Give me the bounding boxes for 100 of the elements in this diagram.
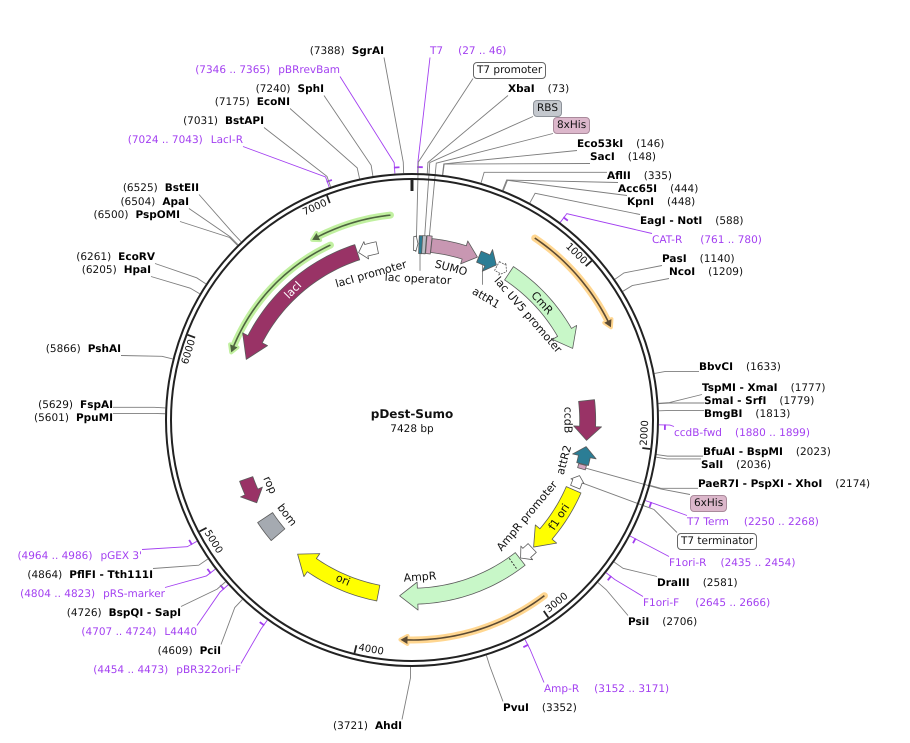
site-position: (6500) bbox=[94, 208, 128, 222]
plasmid-length: 7428 bp bbox=[390, 422, 434, 436]
leader-line bbox=[340, 76, 400, 174]
leader-line bbox=[150, 276, 200, 294]
feature-tag: 6xHis bbox=[690, 494, 728, 512]
primer-name: ccdB-fwd bbox=[674, 426, 722, 440]
sequence-feature bbox=[573, 398, 602, 441]
leader-line bbox=[180, 221, 238, 246]
enzyme-name: AflII bbox=[607, 170, 631, 182]
leader-line bbox=[240, 620, 268, 664]
leader-line bbox=[188, 208, 238, 246]
site-position: (7388) bbox=[310, 44, 345, 58]
sequence-feature bbox=[358, 240, 379, 260]
primer-name: pBR322ori-F bbox=[176, 664, 241, 676]
feature-label: AmpR bbox=[403, 569, 437, 585]
enzyme-name: TspMI - XmaI bbox=[702, 382, 778, 394]
primer-name: CAT-R bbox=[652, 234, 682, 246]
site-position: (2174) bbox=[835, 478, 870, 490]
leader-line bbox=[630, 536, 670, 557]
enzyme-name: SgrAI bbox=[352, 44, 384, 58]
leader-line bbox=[164, 568, 216, 588]
site-position: (1779) bbox=[779, 394, 814, 408]
feature-tag: T7 promoter bbox=[473, 62, 546, 78]
site-position: (3721) bbox=[333, 720, 368, 732]
primer-name: T7 Term bbox=[687, 516, 729, 528]
leader-line bbox=[529, 192, 640, 215]
leader-line bbox=[384, 57, 404, 174]
leader-line bbox=[585, 468, 690, 495]
sequence-feature bbox=[297, 552, 381, 602]
enzyme-name: PasI bbox=[662, 252, 687, 266]
scale-label: 4000 bbox=[358, 641, 385, 659]
site-position: (335) bbox=[644, 170, 672, 182]
enzyme-name: BbvCI bbox=[699, 360, 733, 374]
primer-position: (7346 .. 7365) bbox=[195, 64, 270, 76]
site-position: (4864) bbox=[27, 568, 62, 582]
primer-position: (4707 .. 4724) bbox=[81, 626, 156, 638]
leader-line bbox=[220, 599, 243, 645]
sequence-feature bbox=[238, 476, 263, 504]
feature-label: rop bbox=[260, 474, 280, 496]
enzyme-name: KpnI bbox=[627, 196, 654, 208]
feature-label: attR2 bbox=[554, 444, 574, 476]
enzyme-name: PspOMI bbox=[135, 208, 180, 222]
primer-name: pBRrevBam bbox=[278, 64, 340, 76]
scale-label: 2000 bbox=[638, 420, 652, 446]
leader-line bbox=[480, 172, 608, 184]
leader-line bbox=[442, 150, 578, 176]
primer-position: (27 .. 46) bbox=[458, 44, 506, 58]
enzyme-name: HpaI bbox=[124, 264, 151, 276]
enzyme-name: PpuMI bbox=[76, 412, 113, 424]
site-position: (448) bbox=[667, 196, 696, 208]
feature-label: ccdB bbox=[562, 406, 574, 434]
enzyme-name: Eco53kI bbox=[577, 138, 624, 150]
enzyme-name: AhdI bbox=[374, 720, 402, 732]
primer-name: T7 bbox=[430, 44, 444, 58]
leader-line bbox=[650, 484, 698, 489]
leader-line bbox=[482, 264, 483, 286]
leader-line bbox=[522, 639, 544, 683]
site-position: (444) bbox=[670, 182, 698, 196]
leader-line bbox=[442, 163, 590, 176]
leader-line bbox=[658, 423, 674, 431]
enzyme-name: ApaI bbox=[162, 196, 189, 208]
scale-label: 6000 bbox=[178, 338, 199, 366]
enzyme-name: BstAPI bbox=[224, 114, 264, 128]
primer-position: (3152 .. 3171) bbox=[594, 682, 670, 696]
enzyme-name: SmaI - SrfI bbox=[704, 394, 766, 408]
leader-line bbox=[606, 572, 644, 597]
site-position: (1633) bbox=[746, 360, 781, 374]
site-position: (146) bbox=[636, 138, 664, 150]
site-position: (1777) bbox=[790, 382, 826, 394]
leader-line bbox=[290, 108, 360, 180]
leader-line bbox=[656, 454, 704, 457]
enzyme-name: EagI - NotI bbox=[640, 214, 702, 228]
leader-line bbox=[614, 562, 658, 577]
site-position: (2581) bbox=[702, 576, 738, 590]
primer-name: LacI-R bbox=[210, 134, 243, 146]
enzyme-name: PvuI bbox=[503, 702, 529, 714]
leader-line bbox=[424, 116, 534, 236]
enzyme-name: EcoNI bbox=[256, 96, 290, 108]
sequence-feature bbox=[476, 249, 497, 272]
plasmid-name: pDest-Sumo bbox=[370, 407, 454, 421]
sequence-feature bbox=[399, 552, 526, 610]
site-position: (2036) bbox=[736, 458, 772, 472]
site-position: (1813) bbox=[755, 408, 790, 420]
primer-name: pGEX 3' bbox=[100, 550, 142, 562]
enzyme-name: BmgBI bbox=[704, 408, 742, 420]
primer-position: (4454 .. 4473) bbox=[93, 664, 168, 676]
leader-line bbox=[654, 370, 700, 374]
primer-position: (2645 .. 2666) bbox=[695, 596, 770, 610]
enzyme-name: XbaI bbox=[508, 82, 535, 96]
primer-position: (1880 .. 1899) bbox=[734, 426, 810, 440]
enzyme-name: PciI bbox=[200, 644, 221, 658]
leader-line bbox=[645, 500, 688, 516]
leader-line bbox=[502, 180, 628, 196]
site-position: (1209) bbox=[708, 266, 744, 278]
site-position: (1140) bbox=[700, 252, 735, 266]
leader-line bbox=[198, 194, 242, 242]
feature-tag: T7 terminator bbox=[677, 532, 758, 550]
feature-block bbox=[424, 234, 433, 255]
enzyme-name: FspAI bbox=[80, 398, 113, 412]
enzyme-name: PflFI - Tth111I bbox=[69, 568, 153, 582]
